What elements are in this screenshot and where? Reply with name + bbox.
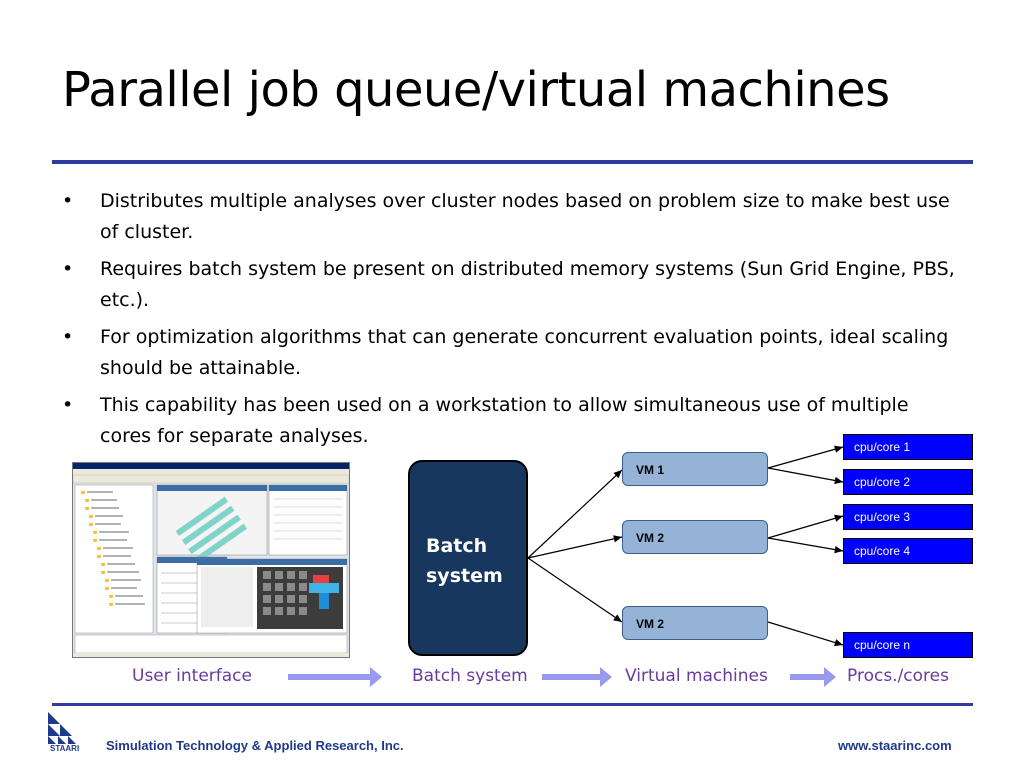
footer-website[interactable]: www.staarinc.com — [838, 738, 952, 753]
connector-arrowhead — [834, 514, 843, 522]
bullet-item: • Distributes multiple analyses over clus… — [62, 186, 962, 248]
connector-line — [767, 621, 844, 646]
stage-label-virtual-machines: Virtual machines — [625, 666, 768, 686]
bullet-text: For optimization algorithms that can gen… — [100, 326, 949, 379]
bullet-item: • This capability has been used on a work… — [62, 390, 962, 452]
bullet-text: Distributes multiple analyses over clust… — [100, 190, 950, 243]
vm-label: VM 2 — [636, 617, 665, 631]
staar-logo: STAARI — [48, 712, 79, 752]
connector-arrowhead — [613, 470, 622, 479]
bullet-text: This capability has been used on a works… — [100, 394, 909, 447]
connector-line — [527, 536, 623, 559]
footer-rule — [52, 703, 973, 706]
connector-line — [767, 537, 844, 552]
bullet-list: • Distributes multiple analyses over clus… — [62, 186, 962, 458]
bullet-glyph: • — [62, 394, 74, 416]
connector-arrowhead — [613, 535, 622, 543]
bullet-item: • Requires batch system be present on dis… — [62, 254, 962, 316]
connector-line — [527, 557, 623, 623]
connector-arrowhead — [834, 639, 843, 647]
bullet-glyph: • — [62, 190, 74, 212]
cpu-core-box: cpu/core 2 — [843, 469, 973, 495]
slide-title: Parallel job queue/virtual machines — [62, 62, 890, 118]
connector-arrowhead — [613, 614, 622, 622]
vm-label: VM 2 — [636, 531, 665, 545]
bullet-item: • For optimization algorithms that can ge… — [62, 322, 962, 384]
stage-flow-arrow — [790, 667, 836, 687]
logo-text: STAARI — [50, 744, 79, 752]
stage-flow-arrow — [542, 667, 612, 687]
connector-line — [767, 467, 844, 483]
bullet-glyph: • — [62, 326, 74, 348]
title-rule — [52, 160, 973, 164]
batch-system-label: Batch system — [426, 535, 503, 587]
batch-system-box — [408, 460, 528, 656]
connector-line — [767, 515, 844, 539]
app-screenshot-graphic — [73, 463, 349, 657]
vm-box — [622, 452, 768, 486]
stage-label-procs-cores: Procs./cores — [847, 666, 949, 686]
cpu-core-box: cpu/core 3 — [843, 504, 973, 530]
connector-arrowhead — [834, 476, 843, 485]
vm-box — [622, 606, 768, 640]
cpu-core-box: cpu/core 4 — [843, 538, 973, 564]
cpu-core-box: cpu/core n — [843, 632, 973, 658]
stage-label-batch-system: Batch system — [412, 666, 528, 686]
bullet-text: Requires batch system be present on dist… — [100, 258, 955, 311]
app-screenshot-image — [72, 462, 350, 658]
stage-label-user-interface: User interface — [132, 666, 252, 686]
vm-box — [622, 520, 768, 554]
bullet-glyph: • — [62, 258, 74, 280]
vm-label: VM 1 — [636, 463, 665, 477]
stage-flow-arrow — [288, 667, 382, 687]
cpu-core-box: cpu/core 1 — [843, 434, 973, 460]
footer-company: Simulation Technology & Applied Research… — [106, 738, 404, 753]
connector-arrowhead — [834, 545, 843, 554]
connector-line — [527, 469, 623, 559]
